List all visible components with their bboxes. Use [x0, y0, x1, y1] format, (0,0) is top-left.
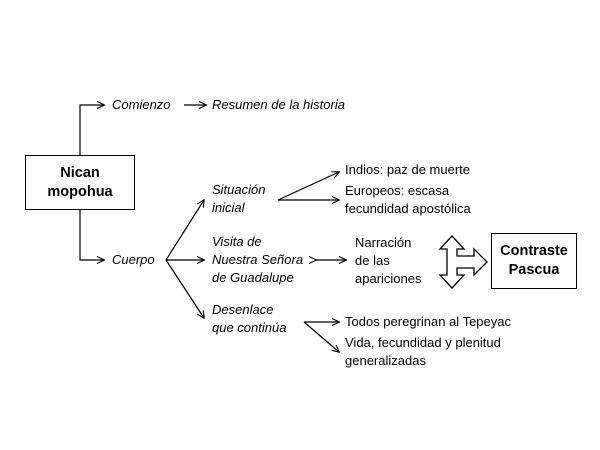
label-situacion-inicial: Situación inicial	[212, 181, 265, 217]
contrast-line-2: Pascua	[508, 262, 560, 278]
visita-line-3: de Guadalupe	[212, 270, 294, 285]
visita-line-1: Visita de	[212, 234, 262, 249]
narracion-line-2: de las	[355, 253, 390, 268]
desenlace-line-1: Desenlace	[212, 302, 274, 317]
root-to-comienzo-connector	[79, 105, 104, 155]
contrast-line-1: Contraste	[500, 243, 568, 259]
contrast-box: Contraste Pascua	[491, 233, 577, 289]
root-box-line-2: mopohua	[47, 183, 113, 200]
cuerpo-to-situacion-arrow	[165, 200, 204, 261]
desenlace-to-vida-arrow	[303, 321, 339, 352]
label-indios: Indios: paz de muerte	[345, 162, 471, 177]
situacion-to-indios-arrow	[277, 172, 339, 201]
root-to-cuerpo-connector	[79, 210, 104, 260]
contrast-hollow-arrow	[438, 235, 488, 289]
root-box-nican-mopohua: Nican mopohua	[25, 155, 135, 210]
narracion-line-1: Narración	[355, 235, 412, 250]
label-europeos: Europeos: escasa fecundidad apostólica	[345, 182, 471, 218]
desenlace-line-2: que continúa	[212, 320, 287, 335]
label-todos-peregrinan: Todos peregrinan al Tepeyac	[345, 314, 511, 329]
label-comienzo: Comienzo	[112, 97, 171, 112]
vida-line-1: Vida, fecundidad y plenitud	[345, 335, 501, 350]
root-box-line-1: Nican	[60, 164, 100, 181]
label-narracion: Narración de las apariciones	[355, 234, 422, 288]
situacion-line-2: inicial	[212, 200, 245, 215]
label-resumen: Resumen de la historia	[212, 97, 345, 112]
label-desenlace: Desenlace que continúa	[212, 301, 286, 337]
visita-line-2: Nuestra Señora	[212, 252, 304, 267]
europeos-line-1: Europeos: escasa	[345, 183, 450, 198]
cuerpo-to-desenlace-arrow	[165, 259, 204, 318]
label-cuerpo: Cuerpo	[112, 252, 155, 267]
situacion-line-1: Situación	[212, 182, 266, 197]
narracion-line-3: apariciones	[355, 271, 422, 286]
label-vida-fecundidad: Vida, fecundidad y plenitud generalizada…	[345, 334, 501, 370]
europeos-line-2: fecundidad apostólica	[345, 201, 471, 216]
label-visita: Visita de Nuestra Señora de Guadalupe	[212, 233, 303, 287]
vida-line-2: generalizadas	[345, 353, 426, 368]
